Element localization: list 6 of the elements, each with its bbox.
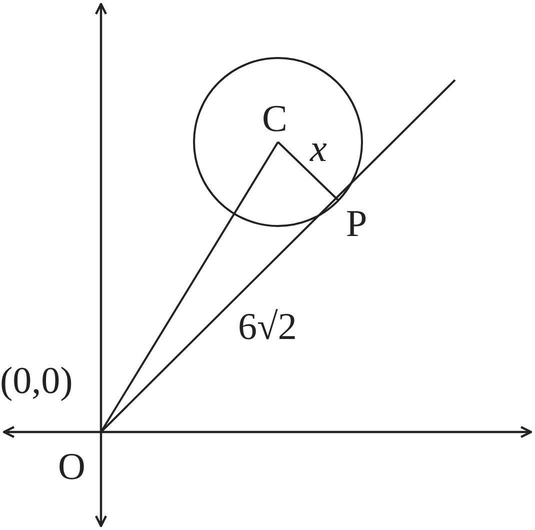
length-label: x <box>310 130 327 168</box>
length-label: 6√2 <box>238 308 297 346</box>
point-label: P <box>346 205 368 243</box>
point-label: O <box>58 448 86 486</box>
point-label: C <box>262 100 288 138</box>
coordinate-label: (0,0) <box>0 362 73 400</box>
